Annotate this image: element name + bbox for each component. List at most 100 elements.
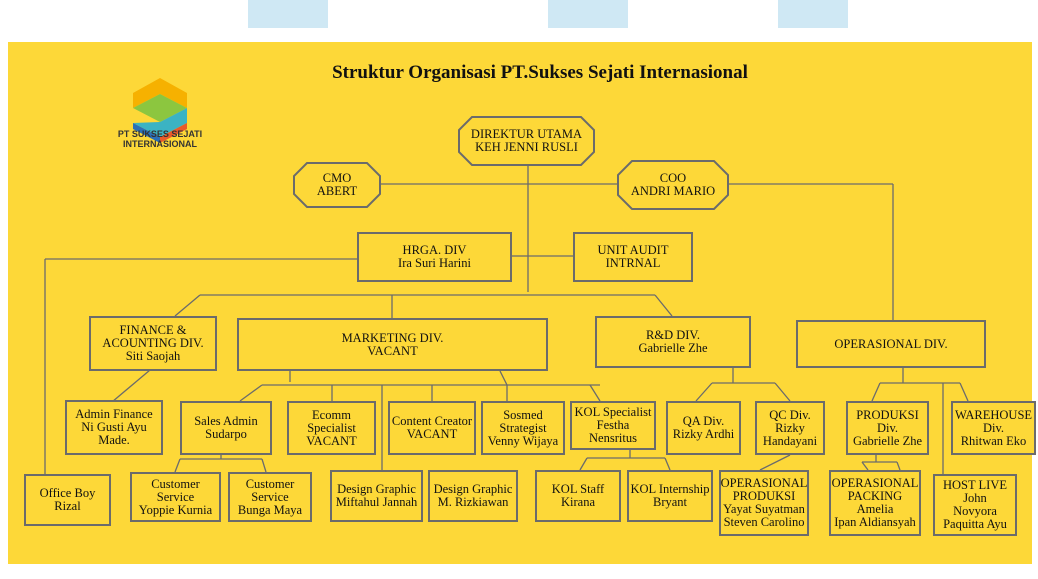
node-ecomm-specialist: Ecomm Specialist VACANT (287, 401, 376, 455)
node-cs-yoppie: Customer Service Yoppie Kurnia (130, 472, 221, 522)
node-line: OPERASIONAL DIV. (834, 336, 948, 351)
node-line: Ni Gusti Ayu (81, 420, 147, 434)
node-line: Kirana (560, 495, 595, 509)
top-decor-stripe (778, 0, 848, 28)
node-line: Ecomm (312, 407, 351, 422)
node-line: PRODUKSI (856, 407, 919, 422)
node-finance: FINANCE & ACOUNTING DIV. Siti Saojah (89, 316, 217, 371)
node-line: Service (156, 489, 195, 504)
node-line: Yayat Suyatman (723, 502, 805, 516)
node-line: WAREHOUSE (954, 407, 1033, 422)
node-sales-admin: Sales Admin Sudarpo (180, 401, 272, 455)
node-line: VACANT (306, 433, 357, 448)
node-line: FINANCE & (119, 323, 187, 337)
node-line: DIREKTUR UTAMA (470, 127, 583, 141)
node-warehouse: WAREHOUSE Div. Rhitwan Eko (951, 401, 1036, 455)
node-line: Div. (982, 420, 1005, 435)
node-op-produksi: OPERASIONAL PRODUKSI Yayat Suyatman Stev… (719, 470, 809, 536)
node-host-live: HOST LIVE John Novyora Paquitta Ayu (933, 474, 1017, 536)
node-line: KOL Staff (551, 482, 605, 496)
node-line: Admin Finance (75, 407, 153, 421)
node-line: Handayani (762, 433, 818, 448)
node-line: Paquitta Ayu (943, 517, 1007, 531)
node-line: Div. (876, 420, 899, 435)
node-line: Made. (98, 433, 130, 447)
node-marketing: MARKETING DIV. VACANT (237, 318, 548, 371)
node-line: HOST LIVE (942, 478, 1007, 492)
node-hrga: HRGA. DIV Ira Suri Harini (357, 232, 512, 282)
node-line: Nensritus (589, 431, 637, 445)
node-office-boy: Office Boy Rizal (24, 474, 111, 526)
node-line: Ira Suri Harini (398, 256, 471, 270)
node-line: KOL Internship (630, 482, 710, 496)
node-line: Gabrielle Zhe (852, 433, 923, 448)
node-line: Festha (596, 418, 630, 432)
node-line: Yoppie Kurnia (138, 502, 213, 517)
node-line: QA Div. (682, 414, 725, 428)
node-line: KOL Specialist (574, 405, 652, 419)
node-operasional: OPERASIONAL DIV. (796, 320, 986, 368)
node-line: OPERASIONAL (831, 476, 919, 490)
logo-text-line1: PT SUKSES SEJATI (117, 129, 203, 139)
node-line: ANDRI MARIO (630, 184, 716, 198)
logo-text-line2: INTERNASIONAL (123, 139, 197, 149)
top-decor-stripe (548, 0, 628, 28)
node-line: Office Boy (39, 486, 96, 500)
node-line: Content Creator (391, 414, 473, 428)
node-line: Rizky (775, 420, 805, 435)
node-kol-internship: KOL Internship Bryant (627, 470, 713, 522)
node-cmo: CMO ABERT (293, 162, 381, 208)
node-line: Steven Carolino (723, 515, 805, 529)
node-line: Strategist (499, 420, 547, 435)
node-line: Bryant (652, 495, 688, 509)
node-line: Customer (151, 476, 200, 491)
node-rnd: R&D DIV. Gabrielle Zhe (595, 316, 751, 368)
node-op-packing: OPERASIONAL PACKING Amelia Ipan Aldiansy… (829, 470, 921, 536)
node-produksi: PRODUKSI Div. Gabrielle Zhe (846, 401, 929, 455)
node-line: COO (659, 171, 687, 185)
node-line: Design Graphic (433, 482, 513, 496)
node-line: PRODUKSI (732, 489, 796, 503)
node-line: Miftahul Jannah (335, 495, 418, 509)
node-line: KEH JENNI RUSLI (475, 140, 578, 154)
node-line: QC Div. (769, 407, 811, 422)
page-title: Struktur Organisasi PT.Sukses Sejati Int… (332, 62, 748, 83)
node-line: ACOUNTING DIV. (102, 336, 204, 350)
node-line: OPERASIONAL (720, 476, 808, 490)
node-qa: QA Div. Rizky Ardhi (666, 401, 741, 455)
node-line: Customer (245, 476, 295, 491)
node-line: MARKETING DIV. (341, 330, 444, 345)
node-line: Rhitwan Eko (960, 433, 1027, 448)
node-line: ABERT (316, 184, 358, 198)
company-logo-text: PT SUKSES SEJATI INTERNASIONAL (95, 129, 225, 149)
node-line: UNIT AUDIT (597, 243, 669, 257)
node-kol-staff: KOL Staff Kirana (535, 470, 621, 522)
node-qc: QC Div. Rizky Handayani (755, 401, 825, 455)
node-design-rizkiawan: Design Graphic M. Rizkiawan (428, 470, 518, 522)
node-line: Design Graphic (337, 482, 416, 496)
node-line: INTRNAL (605, 256, 661, 270)
node-line: HRGA. DIV (402, 243, 467, 257)
top-decor-stripe (248, 0, 328, 28)
node-line: Rizky Ardhi (672, 427, 735, 441)
node-line: M. Rizkiawan (437, 495, 509, 509)
node-line: VACANT (367, 343, 418, 358)
node-design-miftahul: Design Graphic Miftahul Jannah (330, 470, 423, 522)
node-line: Rizal (54, 499, 81, 513)
node-admin-finance: Admin Finance Ni Gusti Ayu Made. (65, 400, 163, 455)
node-line: VACANT (406, 427, 458, 441)
node-line: Sales Admin (194, 414, 258, 428)
node-line: Specialist (307, 420, 356, 435)
node-line: Sudarpo (205, 427, 247, 441)
node-content-creator: Content Creator VACANT (388, 401, 476, 455)
node-line: John (963, 491, 987, 505)
node-kol-specialist: KOL Specialist Festha Nensritus (570, 401, 656, 450)
node-line: Gabrielle Zhe (638, 341, 708, 355)
node-cs-bunga: Customer Service Bunga Maya (228, 472, 312, 522)
node-line: Bunga Maya (237, 502, 303, 517)
node-line: Service (251, 489, 289, 504)
node-sosmed-strategist: Sosmed Strategist Venny Wijaya (481, 401, 565, 455)
node-line: CMO (322, 171, 352, 185)
node-line: R&D DIV. (646, 328, 700, 342)
